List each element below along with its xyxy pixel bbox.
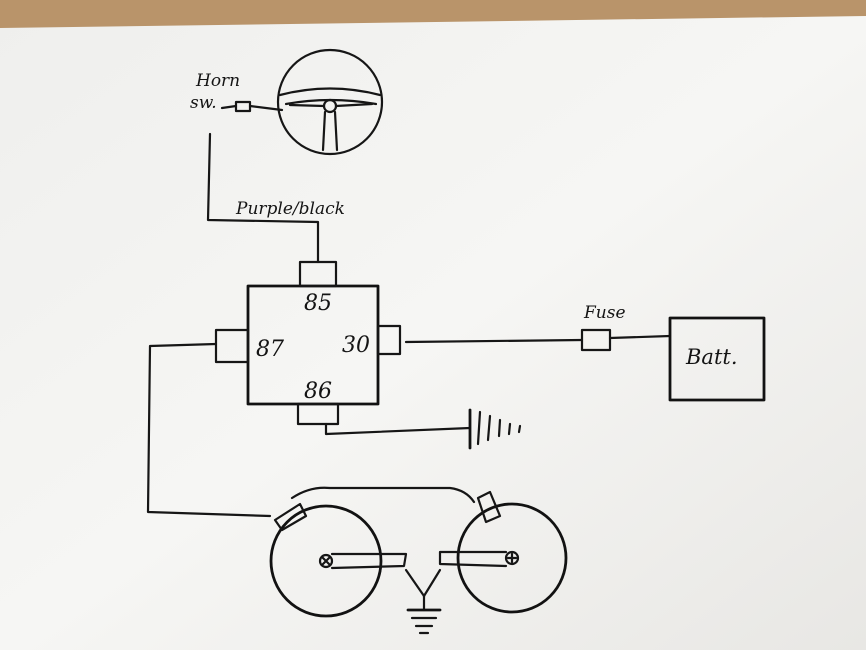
relay xyxy=(214,260,402,426)
fuse-label: Fuse xyxy=(583,303,626,323)
battery-label: Batt. xyxy=(685,345,738,369)
horn-bridge-wire xyxy=(290,486,476,504)
horn-switch-label-line2: sw. xyxy=(190,93,217,113)
relay-pin-30-terminal xyxy=(376,324,402,356)
horn-switch-label-line1: Horn xyxy=(195,71,240,91)
horn-switch-wire xyxy=(206,132,320,264)
relay-ground xyxy=(324,408,522,450)
relay-pin-87-terminal xyxy=(214,328,250,364)
battery-wire xyxy=(608,334,672,340)
relay-pin-30-label: 30 xyxy=(342,333,370,358)
steering-wheel xyxy=(276,48,384,156)
left-horn xyxy=(269,502,408,618)
horn-feed-wire xyxy=(146,342,272,518)
relay-pin-86-terminal xyxy=(296,402,340,426)
right-horn xyxy=(438,490,568,614)
relay-pin-85-label: 85 xyxy=(304,291,332,316)
horn-switch-connector xyxy=(220,100,284,113)
horn-ground xyxy=(404,568,442,635)
relay-pin-85-terminal xyxy=(298,260,338,288)
wire-label: Purple/black xyxy=(235,199,345,219)
feed-wire xyxy=(404,338,584,344)
battery xyxy=(668,316,766,402)
relay-pin-87-label: 87 xyxy=(256,337,284,362)
fuse xyxy=(580,328,612,352)
relay-pin-86-label: 86 xyxy=(304,379,332,404)
paper-sheet xyxy=(0,16,866,650)
